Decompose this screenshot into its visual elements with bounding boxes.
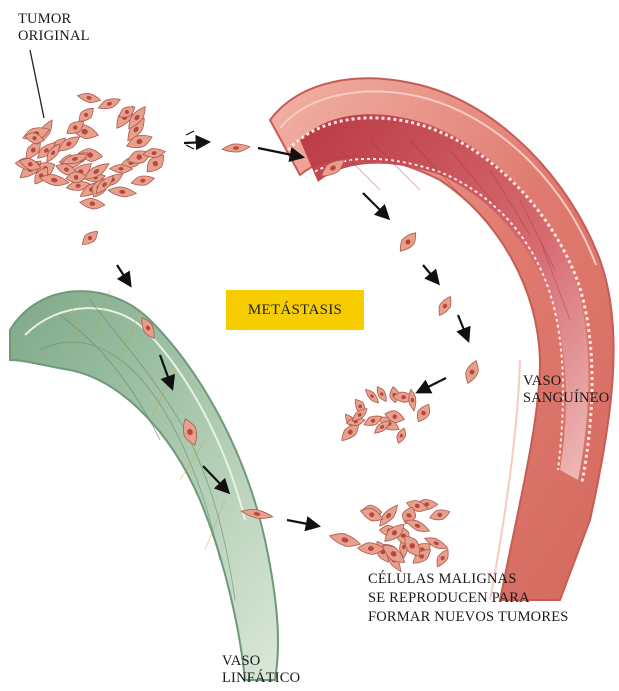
label-vaso-linfatico-line2: LINFÁTICO xyxy=(222,670,300,687)
tumor-cell xyxy=(108,186,137,199)
migrating-cell xyxy=(435,294,455,318)
arrow-lymph-exit xyxy=(287,520,318,526)
tumor-cell xyxy=(97,95,122,112)
label-celulas-malignas-line1: CÉLULAS MALIGNAS xyxy=(368,570,569,589)
metastasis-title-box: METÁSTASIS xyxy=(226,290,364,330)
tumor-cell xyxy=(77,91,102,104)
migrating-cell xyxy=(79,228,101,249)
motion-marks xyxy=(186,131,194,149)
metastasis-title: METÁSTASIS xyxy=(248,302,342,319)
label-celulas-malignas: CÉLULAS MALIGNAS SE REPRODUCEN PARA FORM… xyxy=(368,570,569,627)
arrow-to-lymph xyxy=(117,265,130,285)
blood-vessel xyxy=(270,78,614,600)
arrows xyxy=(117,142,468,526)
arrow-blood-exit xyxy=(418,378,446,392)
new-tumor-lower-cells xyxy=(357,498,451,574)
arrow-blood-1 xyxy=(363,193,388,218)
label-tumor-original-line1: TUMOR xyxy=(18,11,90,28)
tumor-cell xyxy=(130,174,155,188)
migrating-cell xyxy=(222,143,251,154)
lymphatic-vessel xyxy=(10,290,278,680)
label-tumor-original-line2: ORIGINAL xyxy=(18,28,90,45)
original-tumor-cells xyxy=(15,91,168,210)
migrating-cell xyxy=(396,229,420,255)
tumor-cell xyxy=(79,197,105,210)
migrating-cell xyxy=(462,359,481,386)
label-tumor-original: TUMOR ORIGINAL xyxy=(18,11,90,45)
new-tumor-cell xyxy=(407,389,417,412)
arrow-to-blood-vessel xyxy=(184,142,208,143)
new-tumor-cell xyxy=(428,507,451,523)
label-vaso-sanguineo-line2: SANGUÍNEO xyxy=(523,390,609,407)
arrow-blood-3 xyxy=(458,315,468,340)
new-tumor-upper-cells xyxy=(338,385,434,445)
new-tumor-cell xyxy=(414,402,434,425)
label-vaso-sanguineo: VASO SANGUÍNEO xyxy=(523,373,609,407)
migrating-cell xyxy=(328,530,362,550)
label-vaso-linfatico: VASO LINFÁTICO xyxy=(222,653,300,687)
label-celulas-malignas-line2: SE REPRODUCEN PARA xyxy=(368,589,569,608)
label-vaso-linfatico-line1: VASO xyxy=(222,653,300,670)
label-vaso-sanguineo-line1: VASO xyxy=(523,373,609,390)
tumor-label-pointer xyxy=(30,50,44,118)
label-celulas-malignas-line3: FORMAR NUEVOS TUMORES xyxy=(368,608,569,627)
arrow-blood-2 xyxy=(423,265,438,283)
new-tumor-cell xyxy=(433,547,451,569)
